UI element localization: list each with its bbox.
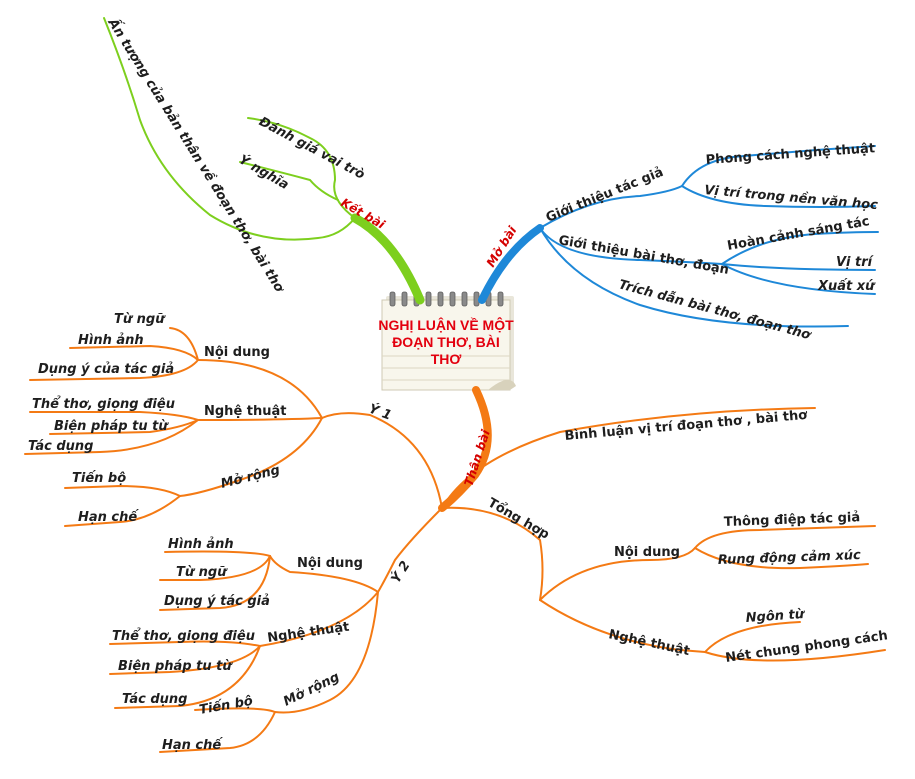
y1-link-noi-dung [197,359,323,419]
y1-tu-ngu: Từ ngữ [114,312,166,327]
mo-bai-trich-dan: Trích dẫn bài thơ, đoạn thơ [617,277,814,343]
tong-hop-nghe-thuat: Nghệ thuật [607,627,691,659]
central-title-line-1: NGHỊ LUẬN VỀ MỘT [378,316,514,333]
y2-mo-rong-link-han-che [159,711,276,753]
y2-noi-dung-link-tu-ngu [159,555,271,581]
tong-hop-label: Tổng hợp [485,495,552,543]
mo-bai-phong-cach-nghe-thuat: Phong cách nghệ thuật [705,141,875,168]
tong-hop-nghe-thuat-link-ngon-tu [704,621,801,653]
y2-the-tho: Thể thơ, giọng điệu [112,628,255,644]
mo-bai-xuat-xu: Xuất xứ [817,279,876,294]
y1-link [321,412,443,509]
y1-noi-dung-link-tu-ngu [169,327,199,361]
central-title-line-3: THƠ [431,351,462,367]
y1-tien-bo: Tiến bộ [72,471,126,486]
y1-nghe-thuat-link-bien-phap [49,419,199,435]
y2-tien-bo: Tiến bộ [198,694,254,718]
than-bai-main-connector [438,386,492,512]
tong-hop-net-chung: Nét chung phong cách [724,628,888,666]
notepad-spiral-rings [389,291,504,307]
y2-link-noi-dung [269,555,379,593]
y2-noi-dung-link-dung-y [159,555,271,611]
y1-dung-y: Dụng ý của tác giả [38,362,174,377]
y1-bien-phap: Biện pháp tu từ [54,419,169,434]
tong-hop-link-noi-dung [539,547,696,601]
tong-hop-noi-dung-link-thong-diep [694,525,876,549]
y2-han-che: Hạn chế [162,738,223,753]
y2-bien-phap: Biện pháp tu từ [118,659,233,674]
y1-label: Ý 1 [367,401,394,424]
tong-hop-rung-dong: Rung động cảm xúc [718,548,862,568]
y1-mo-rong: Mở rộng [219,463,281,492]
notepad-paper [381,299,511,391]
branch-than-bai [24,327,886,753]
tong-hop-nghe-thuat-link-net-chung [704,649,886,662]
y2-nghe-thuat: Nghệ thuật [266,620,350,646]
mo-bai-link-trich-dan [539,227,849,328]
ket-bai-link-an-tuong [103,17,356,241]
mo-bai-vi-tri: Vị trí [836,255,875,270]
y2-label: Ý 2 [388,558,414,586]
mo-bai-link-xuat-xu [721,263,876,295]
y2-dung-y: Dụng ý tác giả [164,594,270,609]
y1-the-tho: Thể thơ, giọng điệu [32,396,175,412]
y2-tac-dung: Tác dụng [122,692,187,707]
y2-link [377,507,443,593]
mo-bai-gioi-thieu-bai-tho: Giới thiệu bài thơ, đoạn [557,233,730,278]
y2-noi-dung: Nội dung [297,556,363,571]
tong-hop-link [441,506,544,601]
y1-mo-rong-link-tien-bo [64,484,181,497]
branch-ket-bai [103,17,425,305]
mo-bai-link-phong-cach [681,145,876,187]
mo-bai-vi-tri-nen-van-hoc: Vị trí trong nền văn học [704,183,879,213]
y1-link-nghe-thuat [197,417,323,421]
y2-mo-rong: Mở rộng [281,670,342,710]
notepad-curled-corner [488,379,516,390]
y1-noi-dung-link-hinh-anh [69,344,199,361]
tong-hop-noi-dung: Nội dung [614,545,680,560]
y1-noi-dung-link-dung-y [29,359,199,381]
branch-mo-bai [478,145,879,328]
mo-bai-link-vi-tri-van-hoc [681,185,876,208]
y1-nghe-thuat: Nghệ thuật [204,404,287,419]
mo-bai-link-hoan-canh [721,231,879,265]
y1-nghe-thuat-link-the-tho [29,411,199,421]
tong-hop-link-nghe-thuat [539,599,706,653]
than-bai-label: Thân bài [462,427,494,488]
tong-hop-noi-dung-link-rung-dong [694,547,869,570]
y2-tu-ngu: Từ ngữ [176,565,228,580]
y2-nghe-thuat-link-bien-phap [109,645,261,675]
mo-bai-hoan-canh-sang-tac: Hoàn cảnh sáng tác [726,214,871,254]
y2-hinh-anh: Hình ảnh [168,537,234,552]
mo-bai-main-connector [478,224,544,304]
y1-mo-rong-link-han-che [64,495,181,527]
y2-nghe-thuat-link-tac-dung [114,645,261,709]
ket-bai-an-tuong: Ấn tượng của bản thân về đoạn thơ, bài t… [104,14,289,296]
y2-noi-dung-link-hinh-anh [164,550,271,557]
mo-bai-link-vi-tri [721,263,876,271]
y1-nghe-thuat-link-tac-dung [24,419,199,455]
ket-bai-main-connector [350,213,425,305]
y1-tac-dung: Tác dụng [28,439,93,454]
y2-link-nghe-thuat [259,591,379,647]
mo-bai-link-tac-gia [539,185,683,229]
tong-hop-thong-diep: Thông điệp tác giả [724,510,861,530]
y1-noi-dung: Nội dung [204,345,270,360]
ket-bai-link-y-nghia [239,161,339,201]
central-title-line-2: ĐOẠN THƠ, BÀI [392,334,500,350]
central-topic-notepad: NGHỊ LUẬN VỀ MỘT ĐOẠN THƠ, BÀI THƠ [378,291,516,391]
y2-nghe-thuat-link-the-tho [109,640,261,647]
mo-bai-link-bai-tho [539,227,723,265]
than-bai-binh-luan: Bình luận vị trí đoạn thơ , bài thơ [564,408,809,444]
y1-link-mo-rong [179,417,323,497]
y1-hinh-anh: Hình ảnh [78,333,144,348]
y1-han-che: Hạn chế [78,510,139,525]
than-bai-link-binh-luan [441,407,816,509]
y2-mo-rong-link-tien-bo [194,707,276,713]
tong-hop-ngon-tu: Ngôn từ [745,607,806,626]
y2-link-mo-rong [274,591,379,714]
